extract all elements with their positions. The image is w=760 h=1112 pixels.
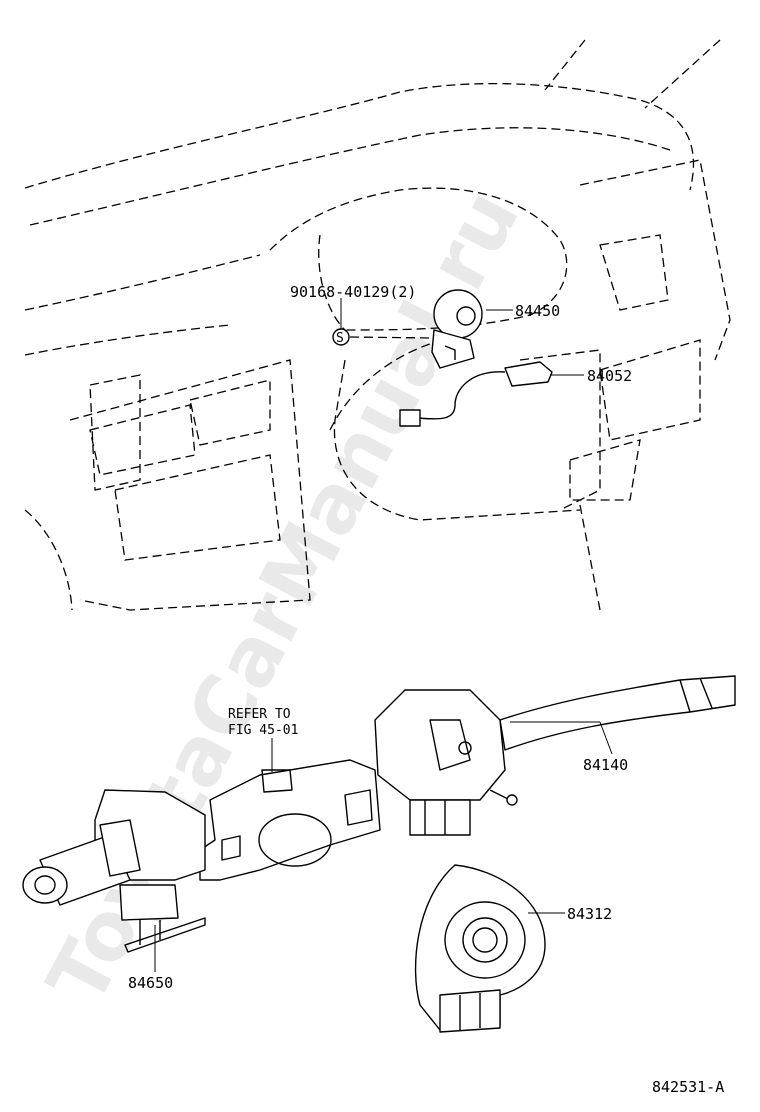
callout-bolt: 90168-40129(2) [290, 283, 416, 301]
refer-line1: REFER TO [228, 707, 291, 722]
bolt-symbol-letter: S [336, 331, 344, 346]
headlamp-switch-part [22, 789, 206, 953]
spiral-cable-part [414, 864, 546, 1033]
figure-id: 842531-A [652, 1078, 724, 1096]
ignition-switch-part [431, 289, 483, 369]
callout-84650: 84650 [128, 974, 173, 992]
refer-line2: FIG 45-01 [228, 723, 298, 738]
callout-84052: 84052 [587, 367, 632, 385]
wiper-switch-part [374, 675, 736, 836]
bolt-symbol: S [332, 328, 350, 346]
wire-harness-part [399, 361, 553, 427]
callout-84140: 84140 [583, 756, 628, 774]
leader-lines-top [340, 298, 584, 376]
leader-84140-b [599, 721, 613, 755]
callout-84312: 84312 [567, 905, 612, 923]
callout-84450: 84450 [515, 302, 560, 320]
